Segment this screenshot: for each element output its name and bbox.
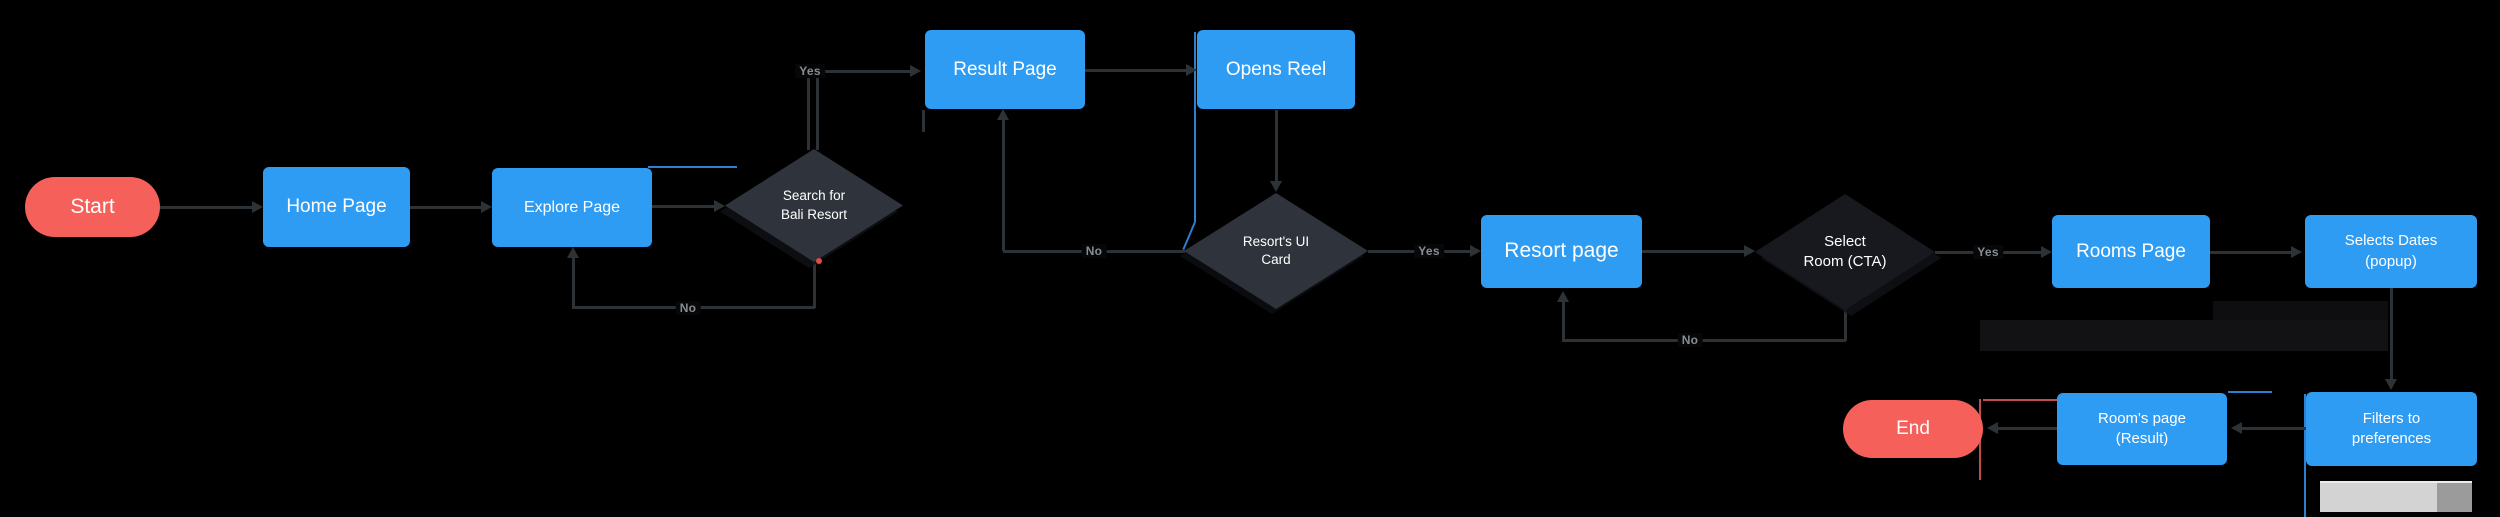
edge-explore-search[interactable] — [652, 205, 715, 208]
edge-label-selectroom-no[interactable]: No — [1677, 333, 1703, 347]
node-filters-preferences-label: Filters to preferences — [2351, 409, 2432, 447]
blue-guide-explore — [648, 166, 737, 168]
node-selects-dates[interactable]: Selects Dates (popup) — [2305, 215, 2477, 288]
select-room-diamond-shape: Select Room (CTA) — [1755, 194, 1935, 310]
arrowhead-search-result — [910, 65, 921, 77]
node-resort-page-label: Resort page — [1504, 239, 1619, 263]
node-resort-ui-card[interactable]: Resort's UI Card — [1184, 193, 1368, 309]
edge-label-uicard-yes[interactable]: Yes — [1414, 244, 1444, 258]
resort-ui-diamond-shape: Resort's UI Card — [1184, 193, 1368, 309]
edge-selectroom-no-horizontal[interactable] — [1562, 339, 1846, 342]
edge-uicard-no-vertical[interactable] — [1002, 120, 1005, 251]
node-select-room-cta[interactable]: Select Room (CTA) — [1755, 194, 1935, 310]
horizontal-scrollbar[interactable] — [2320, 481, 2472, 512]
node-rooms-page-result[interactable]: Room's page (Result) — [2057, 393, 2227, 465]
edge-stub-result-bottom[interactable] — [922, 110, 925, 132]
arrowhead-search-no-explore — [567, 247, 579, 258]
node-select-room-label: Select Room (CTA) — [1803, 232, 1887, 270]
node-result-page-label: Result Page — [953, 58, 1057, 80]
edge-label-selectroom-yes[interactable]: Yes — [1973, 245, 2003, 259]
dark-shade-lower — [1980, 320, 2388, 351]
node-end[interactable]: End — [1843, 400, 1983, 458]
node-search-bali-label: Search for Bali Resort — [780, 188, 848, 222]
arrowhead-result-opensreel — [1186, 64, 1197, 76]
node-selects-dates-label: Selects Dates (popup) — [2344, 232, 2438, 270]
dark-shade-upper — [2213, 301, 2388, 320]
arrowhead-explore-search — [714, 200, 725, 212]
edge-start-home[interactable] — [160, 206, 253, 209]
edge-home-explore[interactable] — [410, 206, 482, 209]
arrowhead-selectroom-no-resort — [1557, 291, 1569, 302]
edge-filters-roomspage[interactable] — [2242, 427, 2306, 430]
arrowhead-rooms-dates — [2291, 246, 2302, 258]
node-opens-reel[interactable]: Opens Reel — [1197, 30, 1355, 109]
scrollbar-thumb[interactable] — [2437, 483, 2472, 512]
arrowhead-uicard-resort — [1470, 245, 1481, 257]
edge-rooms-dates[interactable] — [2210, 251, 2292, 254]
arrowhead-roomspage-end — [1987, 422, 1998, 434]
node-explore-page-label: Explore Page — [523, 198, 621, 216]
blue-guide-opensreel-vertical — [1194, 32, 1196, 222]
edge-result-opensreel[interactable] — [1085, 69, 1187, 72]
red-connection-dot — [816, 258, 822, 264]
arrowhead-uicard-no-result — [997, 109, 1009, 120]
arrowhead-home-explore — [481, 201, 492, 213]
edge-label-search-no[interactable]: No — [675, 301, 701, 315]
node-opens-reel-label: Opens Reel — [1225, 58, 1327, 80]
node-explore-page[interactable]: Explore Page — [492, 168, 652, 247]
arrowhead-opensreel-uicard — [1270, 181, 1282, 192]
node-start-label: Start — [70, 194, 115, 218]
node-home-page[interactable]: Home Page — [263, 167, 410, 247]
edge-search-yes-vertical-a[interactable] — [807, 76, 810, 150]
node-end-label: End — [1896, 418, 1930, 440]
arrowhead-resort-selectroom — [1744, 245, 1755, 257]
edge-selectroom-no-down[interactable] — [1844, 310, 1847, 341]
edge-search-yes-vertical-b[interactable] — [816, 76, 819, 150]
blue-guide-bottom-vertical — [2304, 394, 2306, 517]
node-result-page[interactable]: Result Page — [925, 30, 1085, 109]
node-rooms-page-label: Rooms Page — [2076, 240, 2186, 262]
node-rooms-page[interactable]: Rooms Page — [2052, 215, 2210, 288]
red-guide-horizontal — [1983, 399, 2057, 401]
node-resort-ui-card-label: Resort's UI Card — [1242, 233, 1310, 267]
arrowhead-filters-roomspage — [2231, 422, 2242, 434]
edge-opensreel-uicard[interactable] — [1275, 110, 1278, 182]
arrowhead-dates-filters — [2385, 379, 2397, 390]
node-filters-preferences[interactable]: Filters to preferences — [2306, 392, 2477, 466]
edge-dates-filters[interactable] — [2390, 288, 2393, 380]
arrowhead-selectroom-rooms — [2041, 246, 2052, 258]
edge-label-uicard-no[interactable]: No — [1081, 244, 1107, 258]
edge-label-search-yes[interactable]: Yes — [795, 64, 825, 78]
node-rooms-page-result-label: Room's page (Result) — [2098, 409, 2186, 447]
edge-search-no-down[interactable] — [813, 262, 816, 308]
edge-search-no-up[interactable] — [572, 257, 575, 307]
edge-resort-selectroom[interactable] — [1642, 250, 1745, 253]
node-search-bali-resort[interactable]: Search for Bali Resort — [725, 149, 903, 262]
node-resort-page[interactable]: Resort page — [1481, 215, 1642, 288]
edge-search-yes-horizontal[interactable] — [816, 70, 911, 73]
node-start[interactable]: Start — [25, 177, 160, 237]
blue-guide-bottom-horizontal — [2228, 391, 2272, 393]
arrowhead-start-home — [252, 201, 263, 213]
edge-selectroom-no-up[interactable] — [1562, 302, 1565, 340]
edge-roomspage-end[interactable] — [1998, 427, 2057, 430]
node-home-page-label: Home Page — [286, 196, 387, 218]
search-bali-diamond-shape: Search for Bali Resort — [725, 149, 903, 262]
